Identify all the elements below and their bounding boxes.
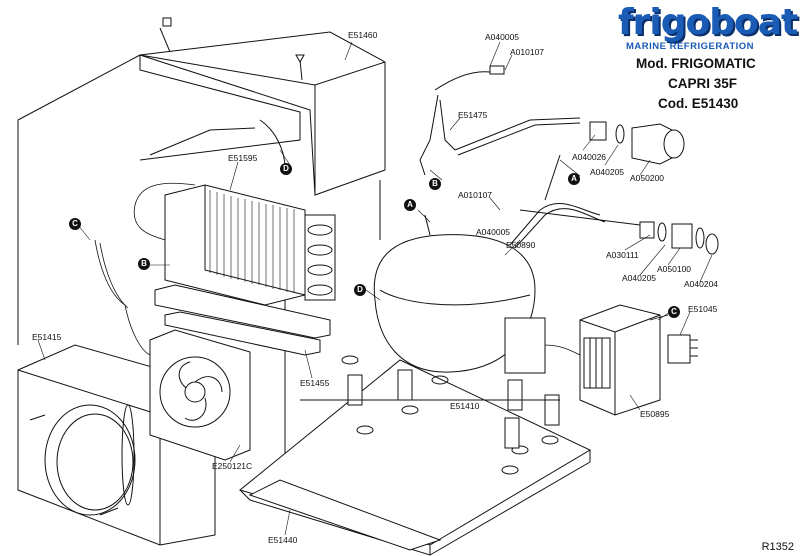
model-name: Mod. FRIGOMATIC	[636, 56, 756, 71]
compressor	[373, 154, 606, 373]
fittings-bottom	[519, 209, 719, 255]
label-e51475: E51475	[458, 110, 488, 120]
label-e50890: E50890	[506, 240, 536, 250]
label-e51045: E51045	[688, 304, 718, 314]
label-a030111: A030111	[606, 250, 639, 260]
callout-connectors	[77, 149, 671, 321]
starter-relay-box	[504, 304, 698, 416]
bracket	[154, 284, 331, 356]
wiring	[94, 182, 669, 356]
callout-d-mid: D	[354, 284, 366, 296]
mounting-grommets	[300, 369, 560, 449]
cover-box	[139, 17, 386, 196]
label-a040204: A040204	[684, 279, 719, 289]
drawing-reference: R1352	[761, 541, 794, 553]
label-a040005-top: A040005	[485, 32, 520, 42]
condenser	[164, 184, 336, 306]
label-e51440: E51440	[268, 535, 298, 545]
label-e51455: E51455	[300, 378, 330, 388]
callout-d-top: D	[280, 163, 292, 175]
brand-subtitle: MARINE REFRIGERATION	[626, 41, 755, 52]
model-variant: CAPRI 35F	[668, 76, 738, 91]
callout-b-top: B	[429, 178, 441, 190]
label-a010107-mid: A010107	[458, 190, 493, 200]
label-e50895: E50895	[640, 409, 670, 419]
callout-a-right: A	[568, 173, 580, 185]
fittings-top	[589, 121, 685, 165]
callout-a-mid: A	[404, 199, 416, 211]
label-a040205-top: A040205	[590, 167, 625, 177]
label-e51415: E51415	[32, 332, 62, 342]
callout-c-left: C	[69, 218, 81, 230]
leader-lines	[37, 41, 713, 536]
label-e51595: E51595	[228, 153, 258, 163]
base-plate	[238, 355, 592, 556]
fan-unit	[149, 329, 251, 461]
callout-c-right: C	[668, 306, 680, 318]
label-e250121c: E250121C	[212, 461, 253, 471]
frigoboat-logo: frigoboat	[618, 2, 798, 43]
label-a050100: A050100	[657, 264, 692, 274]
label-e51410: E51410	[450, 401, 480, 411]
label-a010107-top: A010107	[510, 47, 545, 57]
model-code: Cod. E51430	[658, 96, 739, 111]
label-e51460: E51460	[348, 30, 378, 40]
label-a040026: A040026	[572, 152, 607, 162]
label-a050200: A050200	[630, 173, 665, 183]
label-a040205-bot: A040205	[622, 273, 657, 283]
label-a040005-mid: A040005	[476, 227, 511, 237]
callout-b-left: B	[138, 258, 150, 270]
